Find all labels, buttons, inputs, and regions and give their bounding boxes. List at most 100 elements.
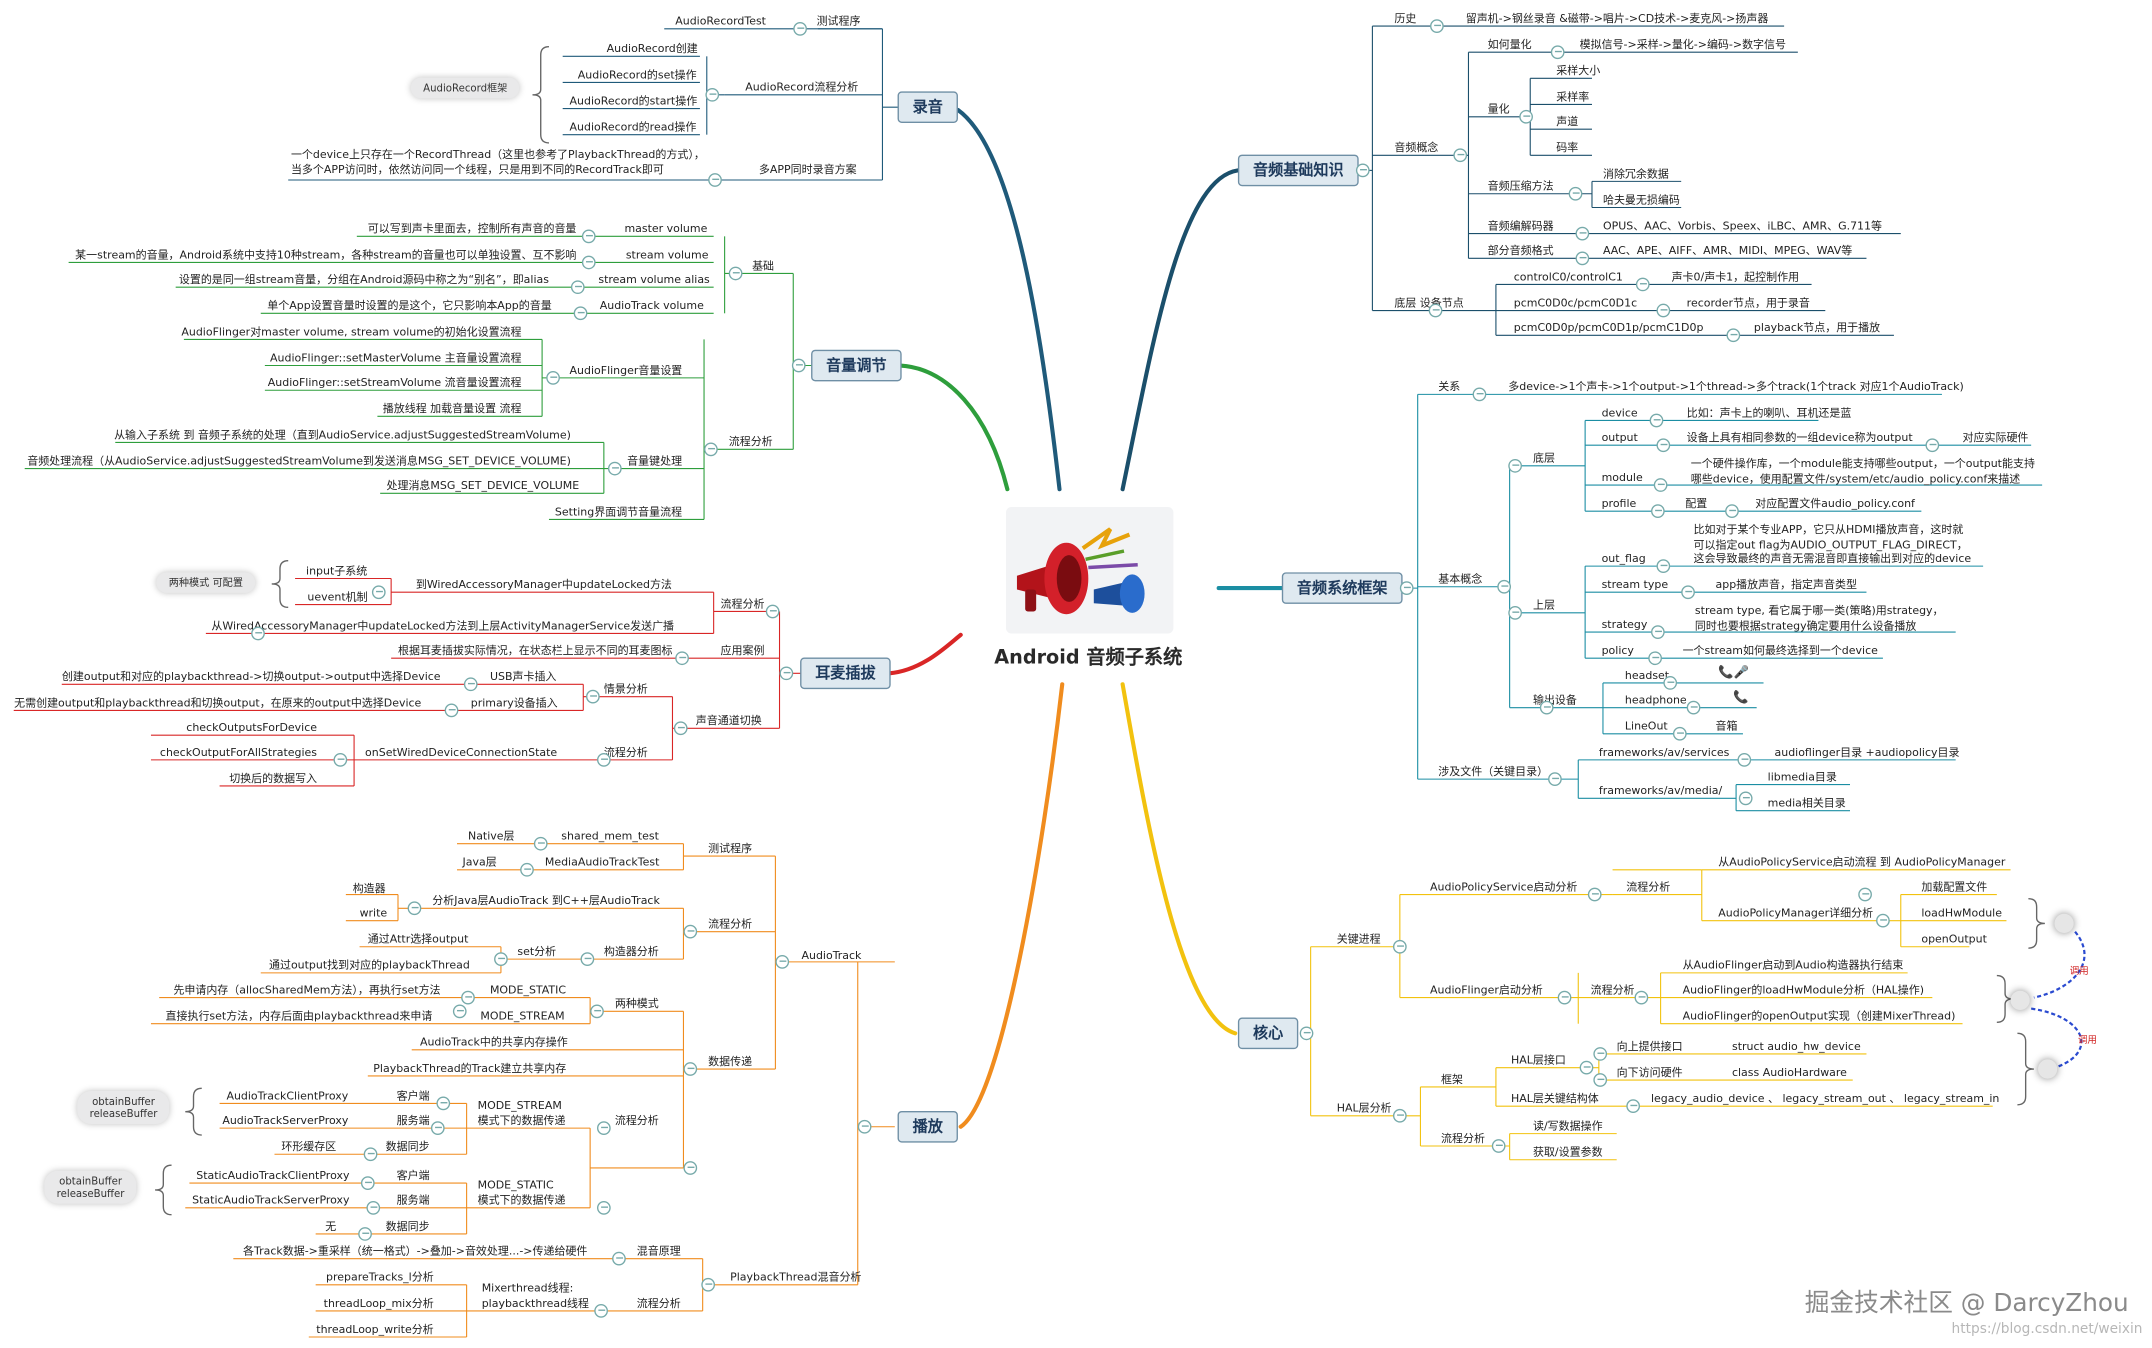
playback-java-test[interactable]: MediaAudioTrackTest	[544, 856, 660, 869]
collapse-toggle-icon[interactable]	[1650, 504, 1665, 519]
collapse-toggle-icon[interactable]	[573, 306, 588, 321]
collapse-toggle-icon[interactable]	[765, 604, 780, 619]
core-aps-label[interactable]: AudioPolicyService启动分析	[1430, 880, 1578, 894]
volume-flow-label[interactable]: 流程分析	[728, 435, 773, 448]
playback-mixer-item[interactable]: threadLoop_write分析	[316, 1323, 434, 1336]
headset-primary-label[interactable]: primary设备插入	[470, 696, 558, 710]
fw-services[interactable]: frameworks/av/services	[1598, 746, 1730, 759]
playback-java-to-cpp[interactable]: 分析Java层AudioTrack 到C++层AudioTrack	[432, 894, 660, 907]
core-hal-if[interactable]: HAL层接口	[1511, 1053, 1566, 1067]
collapse-toggle-icon[interactable]	[1626, 1099, 1641, 1114]
recording-test-label[interactable]: 测试程序	[816, 15, 861, 28]
collapse-toggle-icon[interactable]	[371, 585, 386, 600]
basics-node-name[interactable]: pcmC0D0p/pcmC0D1p/pcmC1D0p	[1513, 321, 1704, 334]
playback-ctor[interactable]: 构造器	[352, 882, 386, 895]
playback-attr[interactable]: 通过Attr选择output	[367, 933, 469, 946]
collapse-toggle-icon[interactable]	[1686, 700, 1701, 715]
core-af-item[interactable]: AudioFlinger的openOutput实现（创建MixerThread)	[1682, 1009, 1956, 1023]
collapse-toggle-icon[interactable]	[1858, 887, 1872, 902]
fw-bottom-label[interactable]: 底层	[1532, 452, 1555, 465]
playback-transfer-label[interactable]: 数据传递	[708, 1055, 753, 1068]
basics-history-label[interactable]: 历史	[1394, 12, 1417, 25]
headset-flow-label[interactable]: 流程分析	[720, 597, 765, 611]
collapse-toggle-icon[interactable]	[1548, 772, 1562, 786]
fw-files-label[interactable]: 涉及文件（关键目录）	[1438, 765, 1549, 778]
playback-pbt-label[interactable]: PlaybackThread混音分析	[730, 1271, 862, 1284]
recording-flow-item[interactable]: AudioRecord创建	[606, 42, 698, 55]
core-hal-struct[interactable]: HAL层关键结构体	[1511, 1092, 1599, 1105]
core-aps-flow[interactable]: 流程分析	[1626, 880, 1671, 894]
collapse-toggle-icon[interactable]	[1579, 1060, 1594, 1075]
collapse-toggle-icon[interactable]	[590, 1004, 604, 1019]
collapse-toggle-icon[interactable]	[596, 1121, 611, 1136]
basics-compress-item[interactable]: 消除冗余数据	[1602, 167, 1669, 181]
core-apm-label[interactable]: AudioPolicyManager详细分析	[1718, 906, 1874, 920]
playback-client[interactable]: 客户端	[396, 1089, 430, 1103]
volume-af-label[interactable]: AudioFlinger音量设置	[569, 364, 683, 377]
core-af-label[interactable]: AudioFlinger启动分析	[1430, 983, 1543, 997]
collapse-toggle-icon[interactable]	[1648, 651, 1662, 666]
playback-static-label[interactable]: MODE_STATIC	[489, 983, 567, 997]
core-aps-start[interactable]: 从AudioPolicyService启动流程 到 AudioPolicyMan…	[1718, 856, 2006, 869]
collapse-toggle-icon[interactable]	[1472, 387, 1487, 402]
collapse-toggle-icon[interactable]	[1568, 186, 1583, 201]
basics-quantity-item[interactable]: 采样大小	[1556, 64, 1601, 77]
basics-node-name[interactable]: controlC0/controlC1	[1513, 270, 1623, 284]
collapse-toggle-icon[interactable]	[857, 1119, 872, 1134]
collapse-toggle-icon[interactable]	[586, 689, 600, 704]
collapse-toggle-icon[interactable]	[1656, 559, 1671, 573]
collapse-toggle-icon[interactable]	[461, 990, 475, 1005]
playback-java-layer[interactable]: Java层	[462, 856, 497, 869]
volume-basis-label[interactable]: 基础	[752, 259, 775, 273]
collapse-toggle-icon[interactable]	[363, 1147, 378, 1162]
core-hal-flow-item[interactable]: 读/写数据操作	[1532, 1119, 1603, 1133]
collapse-toggle-icon[interactable]	[1392, 939, 1407, 954]
basics-nodes-label[interactable]: 底层 设备节点	[1394, 296, 1464, 310]
headset-scenario-label[interactable]: 情景分析	[603, 682, 648, 696]
volume-basis-name[interactable]: stream volume alias	[598, 273, 710, 286]
volume-af-item[interactable]: 播放线程 加载音量设置 流程	[382, 402, 522, 415]
fw-output[interactable]: output	[1601, 431, 1638, 444]
collapse-toggle-icon[interactable]	[701, 1277, 716, 1292]
collapse-toggle-icon[interactable]	[594, 1304, 608, 1318]
collapse-toggle-icon[interactable]	[1656, 438, 1671, 453]
fw-headphone[interactable]: headphone	[1624, 693, 1687, 707]
playback-server[interactable]: 服务端	[396, 1114, 430, 1127]
volume-basis-name[interactable]: AudioTrack volume	[599, 299, 704, 312]
collapse-toggle-icon[interactable]	[570, 280, 585, 295]
collapse-toggle-icon[interactable]	[683, 1161, 698, 1175]
playback-msc-label[interactable]: MODE_STATIC 模式下的数据传递	[477, 1178, 566, 1206]
collapse-toggle-icon[interactable]	[1653, 478, 1668, 492]
core-hal-label[interactable]: HAL层分析	[1336, 1102, 1392, 1115]
collapse-toggle-icon[interactable]	[1355, 163, 1370, 178]
collapse-toggle-icon[interactable]	[1925, 438, 1940, 453]
basics-quantity-label[interactable]: 量化	[1487, 103, 1510, 116]
basics-format-label[interactable]: 部分音频格式	[1487, 244, 1554, 257]
fw-module[interactable]: module	[1601, 471, 1643, 484]
collapse-toggle-icon[interactable]	[1539, 700, 1554, 715]
recording-flow-item[interactable]: AudioRecord的set操作	[577, 68, 697, 82]
playback-atcp[interactable]: AudioTrackClientProxy	[226, 1089, 349, 1103]
collapse-toggle-icon[interactable]	[463, 677, 478, 692]
playback-modes-label[interactable]: 两种模式	[614, 997, 659, 1010]
playback-mix-label[interactable]: 混音原理	[636, 1244, 681, 1258]
collapse-toggle-icon[interactable]	[430, 1121, 445, 1136]
playback-write[interactable]: write	[359, 906, 388, 920]
core-hal-flow-item[interactable]: 获取/设置参数	[1532, 1145, 1603, 1159]
playback-thread[interactable]: 通过output找到对应的playbackThread	[268, 959, 470, 972]
volume-af-item[interactable]: AudioFlinger::setMasterVolume 主音量设置流程	[270, 351, 522, 365]
basics-compress-label[interactable]: 音频压缩方法	[1487, 180, 1554, 193]
core-process-label[interactable]: 关键进程	[1336, 933, 1381, 946]
fw-media-item[interactable]: libmedia目录	[1767, 770, 1837, 784]
collapse-toggle-icon[interactable]	[1725, 504, 1739, 519]
headset-broadcast[interactable]: 从WiredAccessoryManager中updateLocked方法到上层…	[211, 619, 675, 633]
collapse-toggle-icon[interactable]	[705, 87, 720, 102]
volume-setting[interactable]: Setting界面调节音量流程	[554, 505, 683, 519]
playback-ms-label[interactable]: MODE_STREAM 模式下的数据传递	[477, 1099, 566, 1127]
core-hal-flow[interactable]: 流程分析	[1441, 1132, 1485, 1145]
topic-core[interactable]: 核心	[1237, 1017, 1299, 1050]
fw-lineout[interactable]: LineOut	[1624, 720, 1668, 733]
collapse-toggle-icon[interactable]	[1299, 1026, 1314, 1041]
fw-stream-type[interactable]: stream type	[1601, 578, 1669, 591]
collapse-toggle-icon[interactable]	[793, 21, 807, 36]
